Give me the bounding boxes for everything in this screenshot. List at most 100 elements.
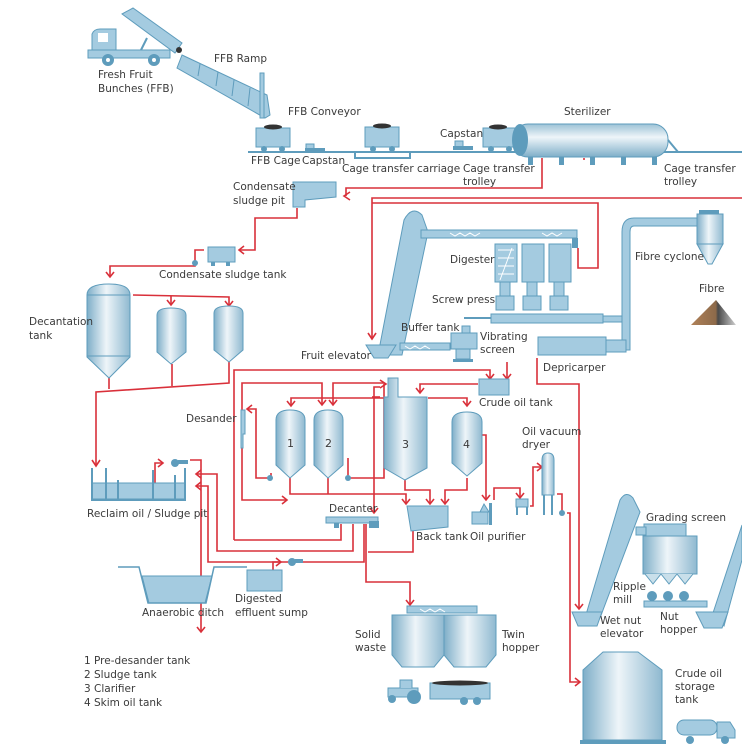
pump-icon	[267, 475, 273, 481]
crude-oil-tank-label: Crude oil tank	[479, 397, 554, 409]
condensate-pit-label-2: sludge pit	[233, 195, 285, 207]
tractor-trailer	[387, 679, 491, 705]
ripple-mill-label-2: mill	[613, 594, 632, 606]
digested-effluent-sump	[246, 558, 303, 592]
ffb-cage	[255, 124, 291, 152]
decanter-label: Decanter	[329, 503, 378, 515]
capstan-label-2: Capstan	[440, 128, 483, 140]
pump-icon	[288, 558, 296, 566]
crude-oil-storage-tank	[580, 651, 666, 744]
crude-storage-label-3: tank	[675, 694, 699, 706]
fibre-pile	[691, 300, 736, 325]
oil-purifier	[471, 502, 492, 525]
buffer-tank	[399, 317, 491, 351]
sterilizer-label: Sterilizer	[564, 106, 611, 118]
pre-desander-tank	[275, 409, 306, 479]
tank-3-number: 3	[402, 438, 409, 451]
digesters	[494, 243, 572, 283]
oil-vacuum-dryer-label: Oil vacuum	[522, 426, 581, 438]
fibre-label: Fibre	[699, 283, 724, 295]
decantation-label: Decantation	[29, 316, 93, 328]
cage-transfer-trolley-label-1b: trolley	[463, 176, 496, 188]
condensate-sludge-pit	[292, 181, 337, 208]
solid-waste-label-2: waste	[355, 642, 386, 654]
pump-icon	[192, 260, 198, 266]
anaerobic-ditch-label: Anaerobic ditch	[142, 607, 224, 619]
condensate-tank-label: Condensate sludge tank	[159, 269, 287, 281]
tanker-truck	[676, 719, 736, 744]
fibre-cyclone	[696, 210, 724, 265]
back-tank	[406, 505, 449, 532]
capstan-label-1: Capstan	[302, 155, 345, 167]
desander-label: Desander	[186, 413, 237, 425]
tank-1-number: 1	[287, 437, 294, 450]
buffer-tank-label: Buffer tank	[401, 322, 460, 334]
grading-screen	[635, 523, 698, 585]
nut-elevator-right	[695, 524, 742, 629]
ffb-truck	[87, 7, 183, 66]
nut-hopper-label-2: hopper	[660, 624, 698, 636]
crude-oil-tank	[478, 378, 510, 396]
capstan-2	[453, 140, 473, 150]
crude-storage-label: Crude oil	[675, 668, 722, 680]
legend-item: 2 Sludge tank	[84, 669, 158, 681]
cage-transfer-trolley-label-2b: trolley	[664, 176, 697, 188]
screw-press-label: Screw press	[432, 294, 495, 306]
depricarper-label: Depricarper	[543, 362, 606, 374]
legend-item: 3 Clarifier	[84, 683, 136, 695]
vibrating-screen-label: Vibrating	[480, 331, 528, 343]
ffb-label: Fresh Fruit	[98, 69, 153, 81]
decantation-label-2: tank	[29, 330, 53, 342]
reclaim-oil-sludge-pit	[91, 459, 188, 501]
settling-tank-a	[156, 307, 187, 365]
ripple-mill-label: Ripple	[613, 581, 646, 593]
ffb-ramp	[176, 54, 271, 119]
desander	[240, 409, 246, 449]
ffb-conveyor-label: FFB Conveyor	[288, 106, 361, 118]
tank-2-number: 2	[325, 437, 332, 450]
ffb-cage-label: FFB Cage	[251, 155, 301, 167]
cage-transfer-carriage	[354, 123, 411, 159]
twin-hopper	[391, 605, 497, 668]
oil-vacuum-dryer-label-2: dryer	[522, 439, 551, 451]
cage-transfer-trolley-1	[482, 124, 518, 152]
grading-screen-label: Grading screen	[646, 512, 726, 524]
capstan-1	[305, 143, 325, 151]
digester-conveyor	[420, 229, 578, 248]
legend-item: 4 Skim oil tank	[84, 697, 163, 709]
wet-nut-elevator-label-2: elevator	[600, 628, 644, 640]
vibrating-screen	[450, 332, 478, 362]
decantation-tank	[86, 283, 131, 379]
ripple-mill	[643, 591, 708, 608]
reclaim-pit-label: Reclaim oil / Sludge pit	[87, 508, 207, 520]
vibrating-screen-label-2: screen	[480, 344, 515, 356]
ffb-ramp-label: FFB Ramp	[214, 53, 267, 65]
decanter	[325, 516, 379, 528]
sterilizer	[512, 123, 679, 165]
dryer-feed-tank	[515, 498, 529, 515]
settling-tank-b	[213, 305, 244, 363]
digester-label: Digester	[450, 254, 495, 266]
tank-legend: 1 Pre-desander tank 2 Sludge tank 3 Clar…	[84, 655, 191, 709]
tank-4-number: 4	[463, 438, 470, 451]
back-tank-label: Back tank	[416, 531, 469, 543]
cage-transfer-trolley-label-1: Cage transfer	[463, 163, 535, 175]
screw-presses	[490, 281, 624, 324]
digested-sump-label-2: effluent sump	[235, 607, 308, 619]
crude-storage-label-2: storage	[675, 681, 715, 693]
sludge-tank	[313, 409, 344, 479]
condensate-pit-label: Condensate	[233, 181, 296, 193]
oil-purifier-label: Oil purifier	[470, 531, 526, 543]
nut-hopper-label: Nut	[660, 611, 679, 623]
labels: Fresh Fruit Bunches (FFB) FFB Ramp FFB C…	[29, 53, 736, 706]
cage-transfer-carriage-label: Cage transfer carriage	[342, 163, 460, 175]
skim-oil-tank	[451, 411, 483, 477]
digested-sump-label: Digested	[235, 593, 282, 605]
fruit-elevator-label: Fruit elevator	[301, 350, 372, 362]
clarifier-tank	[383, 377, 428, 481]
legend-item: 1 Pre-desander tank	[84, 655, 191, 667]
wet-nut-elevator-label: Wet nut	[600, 615, 641, 627]
twin-hopper-label-2: hopper	[502, 642, 540, 654]
cage-transfer-trolley-label-2: Cage transfer	[664, 163, 736, 175]
twin-hopper-label: Twin	[501, 629, 525, 641]
